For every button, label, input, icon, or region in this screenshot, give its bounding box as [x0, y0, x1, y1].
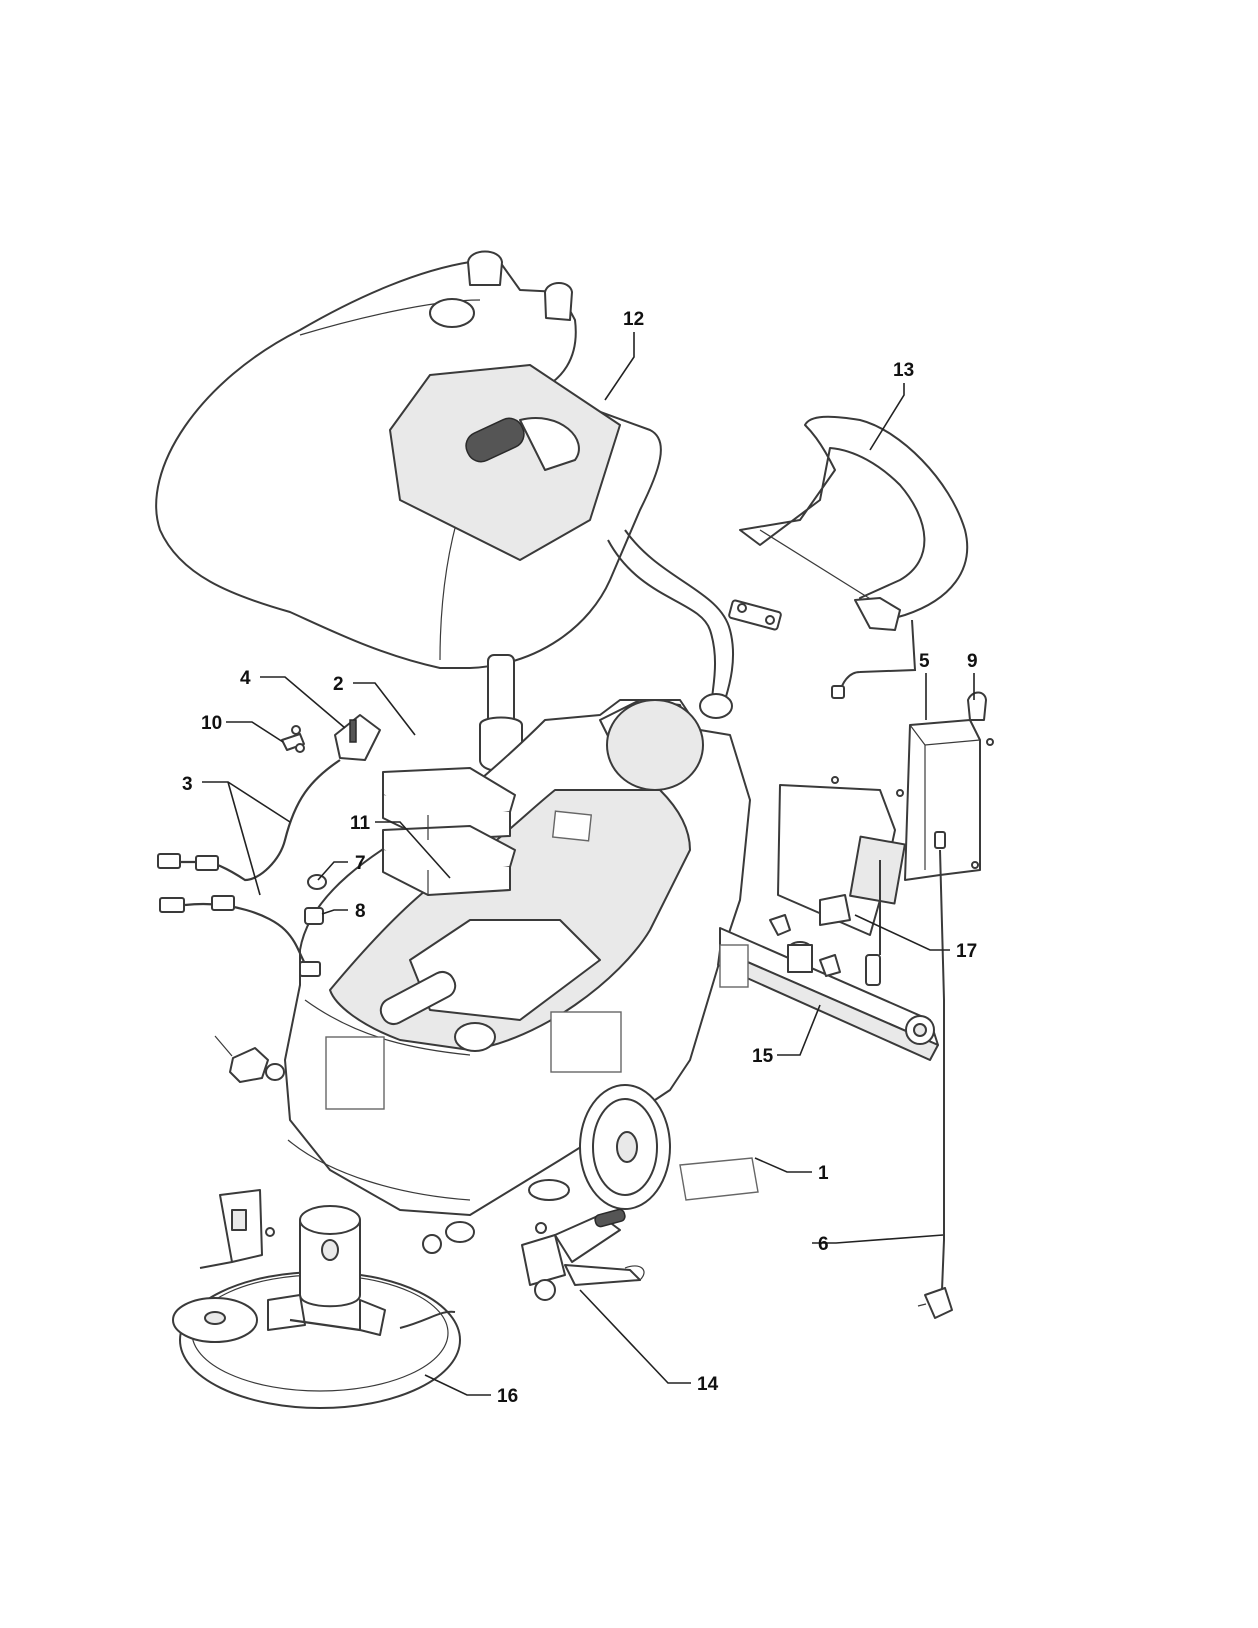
- part-1-label-sticker: [679, 1157, 759, 1201]
- callout-15: 15: [752, 1046, 774, 1067]
- part-15-squeegee: [717, 914, 939, 1061]
- leader-12: [604, 332, 635, 401]
- leader-lines: [202, 332, 975, 1396]
- callout-9: 9: [967, 651, 978, 672]
- part-4-connector: [334, 714, 381, 761]
- leader-1: [754, 1157, 812, 1173]
- leader-2: [353, 682, 416, 736]
- callout-3: 3: [182, 774, 193, 795]
- leader-4: [260, 676, 346, 729]
- callout-10: 10: [201, 713, 222, 734]
- callout-13: 13: [893, 360, 914, 381]
- callout-17: 17: [956, 941, 977, 962]
- leader-17: [854, 914, 950, 951]
- part-11-machine-body: [284, 699, 751, 1254]
- part-7-nut: [307, 874, 327, 890]
- part-14-lift-assembly: [521, 1208, 645, 1301]
- part-2-sponge-filters: [382, 767, 516, 896]
- callout-7: 7: [355, 853, 366, 874]
- callout-1: 1: [818, 1163, 829, 1184]
- callout-2: 2: [333, 674, 344, 695]
- leader-3b: [227, 781, 261, 896]
- leader-11: [375, 821, 451, 879]
- callout-4: 4: [240, 668, 251, 689]
- leader-6: [812, 1234, 944, 1244]
- callout-14: 14: [697, 1374, 719, 1395]
- switch-assembly: [728, 599, 782, 631]
- leader-8: [321, 909, 348, 915]
- leader-13: [869, 383, 905, 451]
- leader-10: [226, 721, 284, 743]
- callout-12: 12: [623, 309, 644, 330]
- part-5-control-box: [904, 719, 981, 881]
- callout-6: 6: [818, 1234, 829, 1255]
- part-10-clip: [281, 725, 305, 753]
- leader-16: [424, 1374, 491, 1396]
- part-8-cap: [304, 907, 324, 925]
- callout-8: 8: [355, 901, 366, 922]
- leader-14: [579, 1289, 691, 1384]
- callout-16: 16: [497, 1386, 518, 1407]
- part-13-handle: [739, 415, 969, 699]
- callout-numbers: 1 2 3 4 5 6 7 8 9 10 11 12 13 14 15 16 1…: [182, 309, 978, 1407]
- leader-7: [317, 861, 348, 881]
- part-12-tank-lid: [155, 250, 734, 773]
- part-6-power-cord: [917, 849, 953, 1319]
- part-3-wiring-harness: [157, 759, 341, 977]
- leader-15: [777, 1004, 821, 1056]
- leader-3a: [202, 781, 291, 823]
- part-17-mounting-plate: [777, 776, 906, 986]
- part-16-brush-deck: [172, 1189, 461, 1409]
- callout-5: 5: [919, 651, 930, 672]
- callout-11: 11: [350, 813, 371, 834]
- part-9-bracket: [967, 691, 994, 869]
- tensioner-knob: [214, 1035, 285, 1083]
